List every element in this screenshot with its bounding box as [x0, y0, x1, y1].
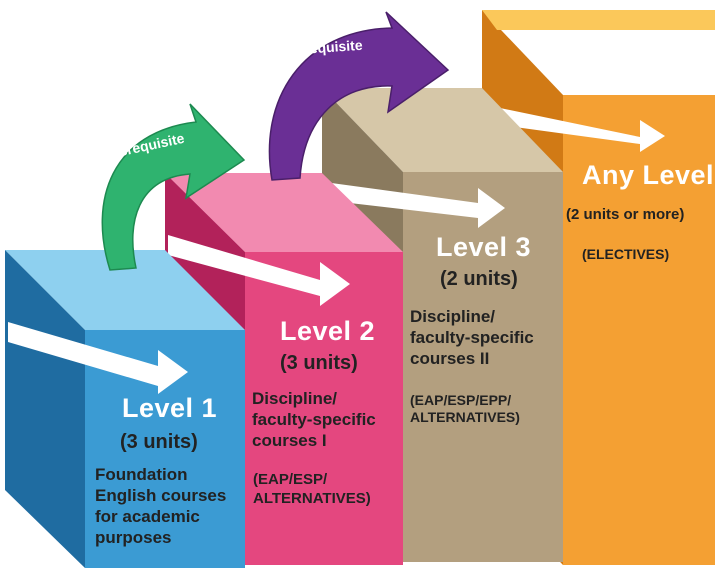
prerequisite-arrow-1-shape	[101, 103, 246, 271]
level-3-title: Level 3	[436, 232, 532, 262]
level-1-description-line: Foundation	[95, 465, 188, 484]
level-1-block	[5, 250, 245, 568]
level-3-description: Discipline/ faculty-specific courses II	[410, 306, 534, 369]
level-3-description-line: faculty-specific	[410, 328, 534, 347]
level-1-description: Foundation English courses for academic …	[95, 464, 226, 548]
any-level-units: (2 units or more)	[566, 206, 685, 223]
level-2-units: (3 units)	[280, 352, 358, 374]
any-level-types: (ELECTIVES)	[582, 246, 670, 262]
level-3-units: (2 units)	[440, 268, 518, 290]
level-1-arrow-shape	[8, 322, 188, 394]
any-level-title: Any Level	[582, 160, 715, 190]
level-1-units: (3 units)	[120, 431, 198, 453]
level-2-types: (EAP/ESP/ ALTERNATIVES)	[253, 470, 371, 508]
level-2-front-face	[245, 252, 403, 565]
level-3-types: (EAP/ESP/EPP/ ALTERNATIVES)	[410, 392, 520, 426]
level-2-description: Discipline/ faculty-specific courses I	[252, 388, 376, 451]
level-1-description-line: for academic	[95, 507, 200, 526]
prerequisite-arrow-2: Prerequisite	[268, 11, 450, 181]
level-3-arrow-shape	[324, 182, 505, 228]
any-level-front-face	[563, 95, 715, 565]
level-2-types-line: (EAP/ESP/	[253, 471, 328, 488]
any-level-arrow-shape	[500, 108, 665, 152]
level-3-description-line: Discipline/	[410, 307, 496, 326]
level-2-arrow-shape	[168, 235, 350, 306]
any-level-top-band	[482, 10, 715, 30]
level-2-top-face	[165, 173, 403, 252]
level-2-description-line: courses I	[252, 431, 327, 450]
level-3-top-face	[322, 88, 563, 172]
level-3-types-line: (EAP/ESP/EPP/	[410, 392, 512, 408]
level-3-types-line: ALTERNATIVES)	[410, 409, 520, 425]
prerequisite-arrow-2-shape	[268, 11, 450, 181]
level-2-title: Level 2	[280, 316, 376, 346]
level-3-front-face	[403, 172, 563, 562]
level-2-description-line: Discipline/	[252, 389, 338, 408]
level-3-description-line: courses II	[410, 349, 490, 368]
level-1-description-line: purposes	[95, 528, 172, 547]
level-2-types-line: ALTERNATIVES)	[253, 490, 371, 507]
level-1-description-line: English courses	[95, 486, 227, 505]
level-2-description-line: faculty-specific	[252, 410, 376, 429]
level-1-title: Level 1	[122, 393, 218, 423]
prerequisite-arrow-2-label: Prerequisite	[281, 37, 363, 59]
